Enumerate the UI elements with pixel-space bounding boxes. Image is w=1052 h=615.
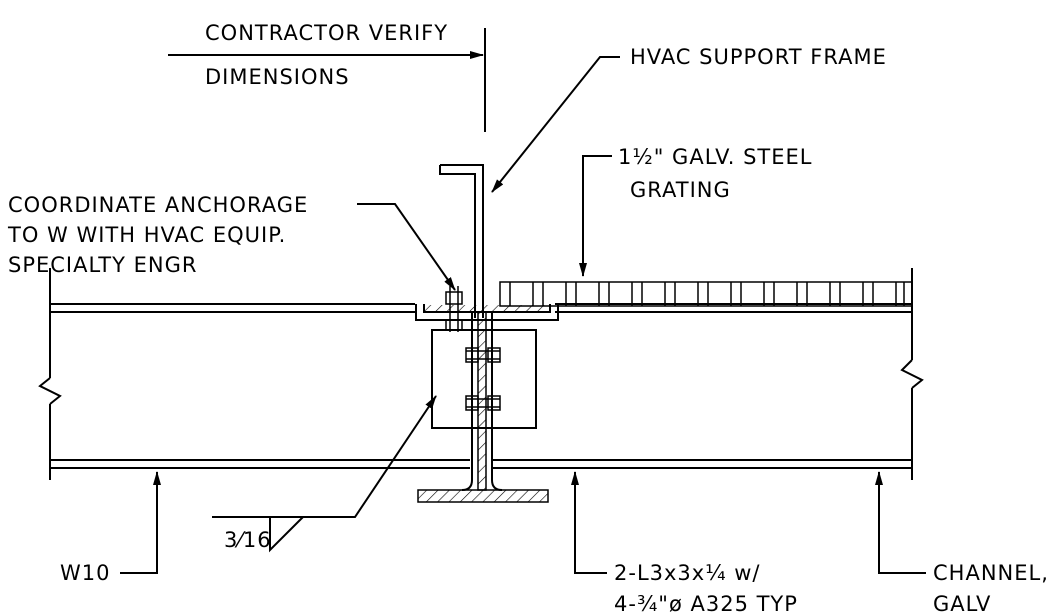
bolt-lower [465,395,501,411]
hvac-frame-leader [491,56,620,193]
grating-leader [579,155,612,277]
right-channel [493,268,924,480]
channel-leader [875,471,926,574]
steel-grating [499,281,913,307]
frame-zee-inner [439,165,476,318]
w10-note: W10 [60,471,161,585]
frame-zee-outer [440,164,484,318]
weld-leader [212,395,437,518]
left-break-symbol [38,377,62,405]
grating-note: 1½" GALV. STEEL GRATING [579,145,812,277]
hvac-support-frame [439,164,484,318]
channel-label-line2: GALV [933,592,991,615]
anchorage-label-line2: TO W WITH HVAC EQUIP. [7,223,286,247]
dimensions-label: DIMENSIONS [205,65,350,89]
bolts [445,286,501,411]
w10-beam-section [417,311,549,503]
angle-label-line1: 2-L3x3x¼ w/ [614,561,761,585]
anchor-bolt-nut-bottom [445,319,463,331]
weld-size-label: 3⁄16 [224,528,272,552]
anchor-bolt-nut-top [445,291,463,305]
weld-symbol: 3⁄16 [212,395,437,553]
grating-label-line2: GRATING [630,178,731,202]
hvac-frame-note: HVAC SUPPORT FRAME [491,45,887,193]
hvac-frame-label: HVAC SUPPORT FRAME [630,45,887,69]
angle-plate [431,329,537,429]
angle-leader [571,471,607,574]
contractor-verify-label: CONTRACTOR VERIFY [205,21,448,45]
fillet-weld-triangle [269,516,304,553]
bolt-upper [465,347,501,363]
anchorage-leader [357,203,456,291]
left-channel [38,268,470,480]
top-plate [415,304,559,321]
w10-label: W10 [60,561,111,585]
channel-label-line1: CHANNEL, [933,561,1049,585]
anchorage-label-line1: COORDINATE ANCHORAGE [8,193,308,217]
channel-note: CHANNEL, GALV [875,471,1049,615]
grating-label-line1: 1½" GALV. STEEL [618,145,812,169]
w10-leader [120,471,161,574]
anchorage-label-line3: SPECIALTY ENGR [8,253,197,277]
right-break-symbol [900,359,924,389]
contractor-verify-note: CONTRACTOR VERIFY DIMENSIONS [168,21,486,132]
grating-outline [499,281,913,307]
connection-angles [431,329,537,429]
anchorage-note: COORDINATE ANCHORAGE TO W WITH HVAC EQUI… [7,193,456,291]
angle-label-line2: 4-¾"ø A325 TYP [614,592,798,615]
top-plate-outer [415,304,559,321]
top-plate-inner [423,304,551,313]
angle-bolt-note: 2-L3x3x¼ w/ 4-¾"ø A325 TYP [571,471,798,615]
beam-web [477,311,487,491]
beam-bottom-flange [417,489,549,503]
